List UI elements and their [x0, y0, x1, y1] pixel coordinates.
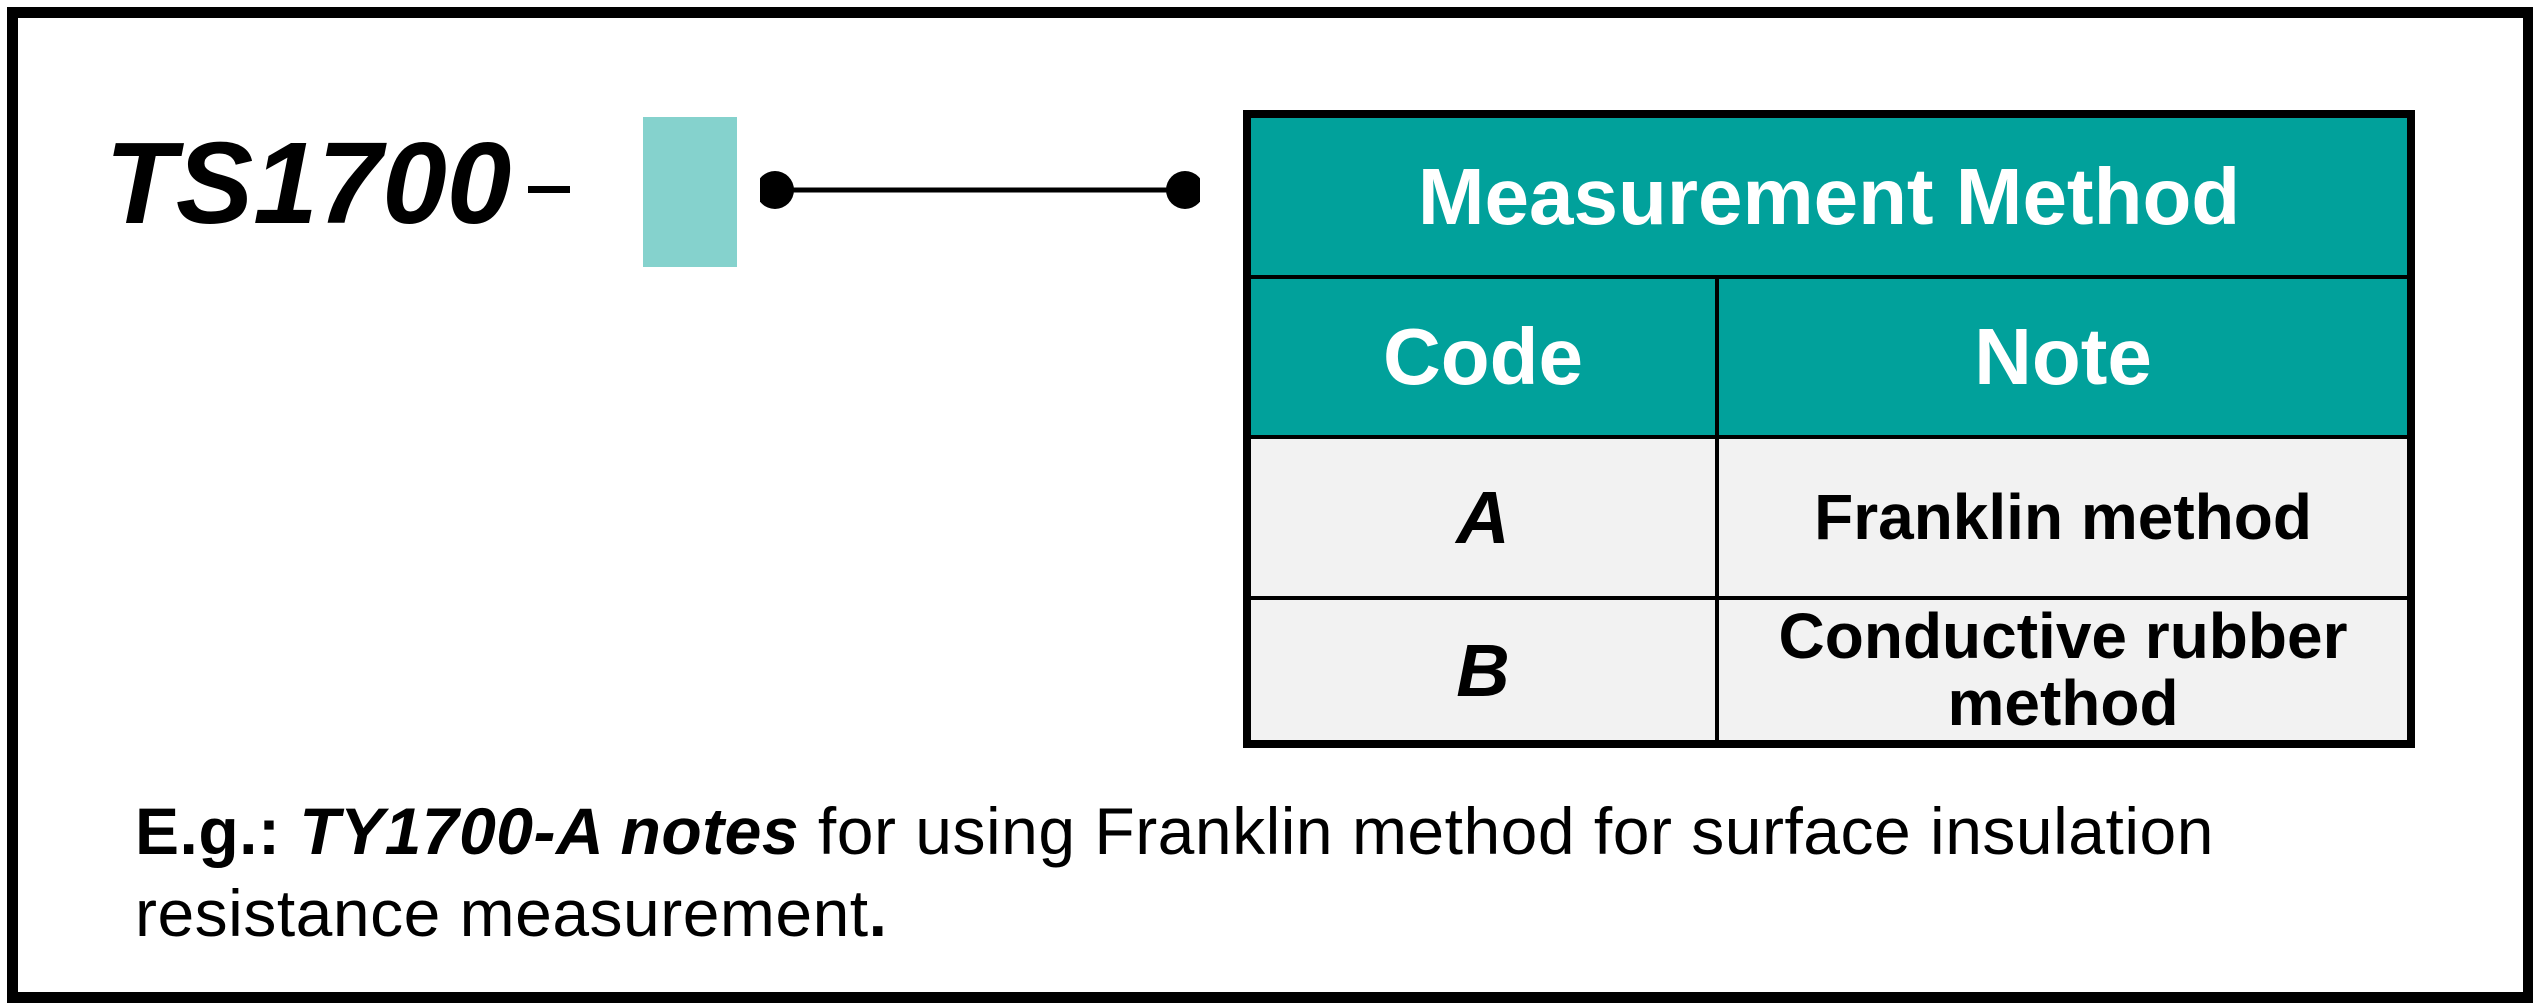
column-header-code: Code — [1251, 279, 1715, 435]
example-part-number: TY1700-A notes — [299, 794, 800, 868]
example-text: E.g.: TY1700-A notes for using Franklin … — [135, 790, 2455, 954]
row-note: Conductive rubber method — [1719, 600, 2407, 740]
column-header-note: Note — [1719, 279, 2407, 435]
connector-start-dot — [760, 171, 794, 209]
row-code: A — [1251, 439, 1715, 596]
row-note: Franklin method — [1719, 439, 2407, 596]
row-code: B — [1251, 600, 1715, 740]
example-description: for using Franklin method for surface in… — [135, 794, 2214, 950]
model-separator — [528, 186, 570, 193]
example-lead: E.g.: — [135, 794, 281, 868]
connector-end-dot — [1166, 171, 1200, 209]
example-period: . — [868, 876, 888, 950]
model-prefix: TS1700 — [105, 118, 512, 248]
table-title: Measurement Method — [1251, 118, 2407, 275]
code-placeholder-box — [643, 117, 737, 267]
measurement-method-table: Measurement Method Code Note A Franklin … — [1243, 110, 2415, 748]
connector-line — [760, 171, 1200, 209]
